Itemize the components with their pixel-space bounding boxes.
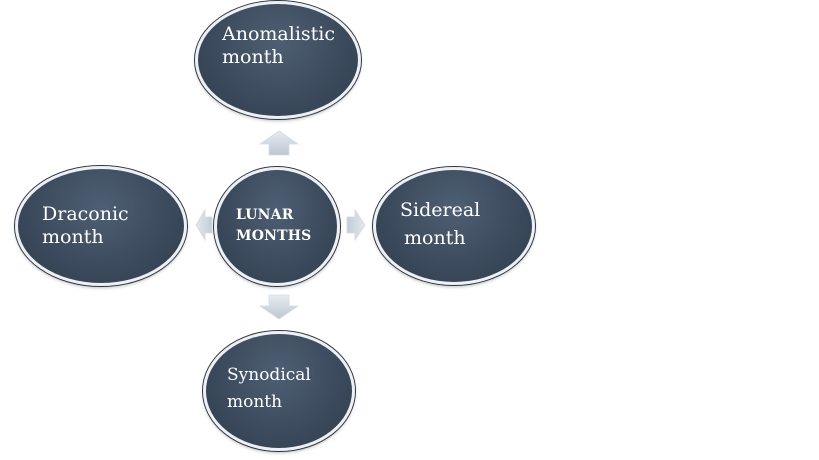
node-lunar-line2: MONTHS <box>236 227 312 244</box>
node-draconic-month: Draconic month <box>15 166 187 286</box>
arrow-down-icon <box>258 294 300 320</box>
node-lunar-line1: LUNAR <box>236 207 294 223</box>
node-lunar-label: LUNAR MONTHS <box>236 207 311 245</box>
node-anomalistic-month: Anomalistic month <box>195 1 361 119</box>
node-draconic-line2: month <box>42 225 104 248</box>
node-anomalistic-line2: month <box>222 45 284 68</box>
arrow-left-icon <box>195 208 213 242</box>
node-synodical-line2: month <box>227 392 283 413</box>
node-sidereal-line2: month <box>404 226 466 249</box>
node-sidereal-label: Sidereal month <box>400 199 480 250</box>
node-sidereal-line1: Sidereal <box>400 199 481 221</box>
node-draconic-label: Draconic month <box>42 203 129 249</box>
node-anomalistic-line1: Anomalistic <box>222 23 335 45</box>
node-draconic-line1: Draconic <box>42 203 129 225</box>
node-synodical-label: Synodical month <box>227 365 311 413</box>
node-lunar-months: LUNAR MONTHS <box>214 167 340 286</box>
node-sidereal-month: Sidereal month <box>373 167 535 285</box>
node-synodical-line1: Synodical <box>227 365 311 385</box>
node-anomalistic-label: Anomalistic month <box>222 23 335 69</box>
arrow-up-icon <box>258 130 300 156</box>
arrow-right-icon <box>346 208 366 242</box>
node-synodical-month: Synodical month <box>203 331 355 451</box>
